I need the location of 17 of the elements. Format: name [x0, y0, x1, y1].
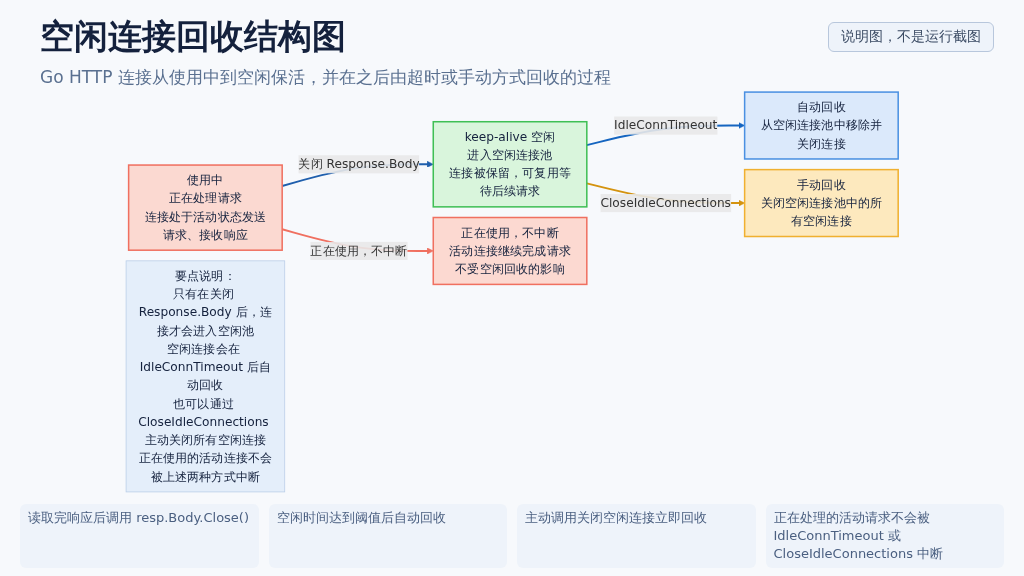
- edge-label: 正在使用，不中断: [310, 243, 408, 258]
- edge-label: IdleConnTimeout: [613, 117, 718, 133]
- subtitle: Go HTTP 连接从使用中到空闲保活，并在之后由超时或手动方式回收的过程: [40, 66, 612, 89]
- node-box: 自动回收 从空闲连接池中移除并关闭连接: [743, 91, 899, 160]
- note-badge: 说明图，不是运行截图: [828, 22, 994, 52]
- edge-label: 关闭 Response.Body: [298, 156, 420, 172]
- node-box: 要点说明： 只有在关闭 Response.Body 后，连接才会进入空闲池 空闲连接会在 IdleConnTimeout 后自动回收 也可以通过 CloseIdleConnections 主动关闭所有空闲连接 正在使用的活动连接不会被上述两种方式中断: [125, 260, 285, 493]
- edge-note: 正在处理的活动请求不会被 IdleConnTimeout 或 CloseIdleConnections 中断: [765, 504, 1004, 568]
- node-box: keep-alive 空闲 进入空闲连接池 连接被保留，可复用等待后续请求: [432, 120, 588, 208]
- edge-note: 主动调用关闭空闲连接立即回收: [517, 504, 756, 568]
- edge-note: 读取完响应后调用 resp.Body.Close(): [20, 504, 259, 568]
- title: 空闲连接回收结构图: [40, 15, 347, 58]
- node-box: 手动回收 关闭空闲连接池中的所有空闲连接: [743, 168, 899, 238]
- edge-note: 空闲时间达到阈值后自动回收: [268, 504, 507, 568]
- node-box: 使用中 正在处理请求 连接处于活动状态发送请求、接收响应: [127, 164, 283, 251]
- node-box: 正在使用，不中断 活动连接继续完成请求不受空闲回收的影响: [432, 216, 588, 286]
- edge-label: CloseIdleConnections: [600, 195, 731, 210]
